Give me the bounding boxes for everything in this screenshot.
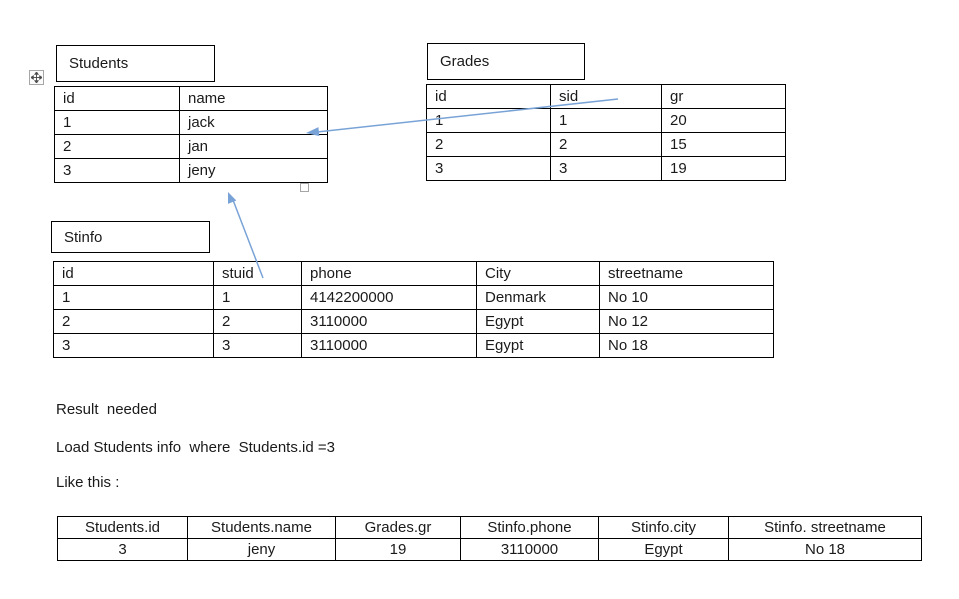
arrow-head-icon	[228, 192, 237, 204]
table-cell: jeny	[187, 538, 336, 561]
column-header: id	[54, 86, 180, 111]
table-cell: Egypt	[476, 333, 600, 358]
table-cell: No 18	[728, 538, 922, 561]
like-this-text: Like this :	[56, 474, 120, 491]
stinfo-table-caption: Stinfo	[51, 221, 210, 253]
table-cell: No 18	[599, 333, 774, 358]
grades-table-caption: Grades	[427, 43, 585, 80]
table-cell: 2	[54, 134, 180, 159]
column-header: streetname	[599, 261, 774, 286]
table-cell: 3	[57, 538, 188, 561]
table-cell: Denmark	[476, 285, 600, 310]
table-cell: 3	[54, 158, 180, 183]
students-caption-text: Students	[69, 55, 129, 72]
table-cell: 2	[213, 309, 302, 334]
table-cell: 3110000	[301, 333, 477, 358]
table-cell: 3110000	[301, 309, 477, 334]
table-cell: 2	[53, 309, 214, 334]
table-cell: 1	[54, 110, 180, 135]
column-header: id	[426, 84, 551, 109]
table-cell: 15	[661, 132, 786, 157]
table-cell: 3	[426, 156, 551, 181]
grades-caption-text: Grades	[440, 53, 490, 70]
table-cell: 1	[426, 108, 551, 133]
table-cell: 2	[426, 132, 551, 157]
load-query-text: Load Students info where Students.id =3	[56, 439, 335, 456]
column-header: Stinfo. streetname	[728, 516, 922, 539]
table-resize-handle[interactable]	[300, 183, 309, 192]
column-header: Students.id	[57, 516, 188, 539]
column-header: Stinfo.phone	[460, 516, 599, 539]
table-cell: Egypt	[598, 538, 729, 561]
table-cell: 4142200000	[301, 285, 477, 310]
column-header: Grades.gr	[335, 516, 461, 539]
table-move-handle[interactable]	[29, 70, 44, 85]
table-cell: No 10	[599, 285, 774, 310]
table-cell: 1	[53, 285, 214, 310]
column-header: gr	[661, 84, 786, 109]
column-header: id	[53, 261, 214, 286]
table-cell: No 12	[599, 309, 774, 334]
table-cell: 3	[213, 333, 302, 358]
table-cell: 3	[53, 333, 214, 358]
column-header: phone	[301, 261, 477, 286]
table-cell: 1	[213, 285, 302, 310]
column-header: sid	[550, 84, 662, 109]
table-cell: jan	[179, 134, 328, 159]
table-cell: 3110000	[460, 538, 599, 561]
table-cell: Egypt	[476, 309, 600, 334]
stinfo-caption-text: Stinfo	[64, 228, 103, 246]
column-header: Stinfo.city	[598, 516, 729, 539]
result-needed-text: Result needed	[56, 401, 157, 418]
table-cell: 19	[335, 538, 461, 561]
table-cell: 19	[661, 156, 786, 181]
column-header: stuid	[213, 261, 302, 286]
move-icon	[31, 72, 42, 83]
column-header: name	[179, 86, 328, 111]
table-cell: jack	[179, 110, 328, 135]
table-cell: 1	[550, 108, 662, 133]
column-header: City	[476, 261, 600, 286]
students-table-caption: Students	[56, 45, 215, 82]
column-header: Students.name	[187, 516, 336, 539]
table-cell: 3	[550, 156, 662, 181]
table-cell: 20	[661, 108, 786, 133]
table-cell: 2	[550, 132, 662, 157]
table-cell: jeny	[179, 158, 328, 183]
